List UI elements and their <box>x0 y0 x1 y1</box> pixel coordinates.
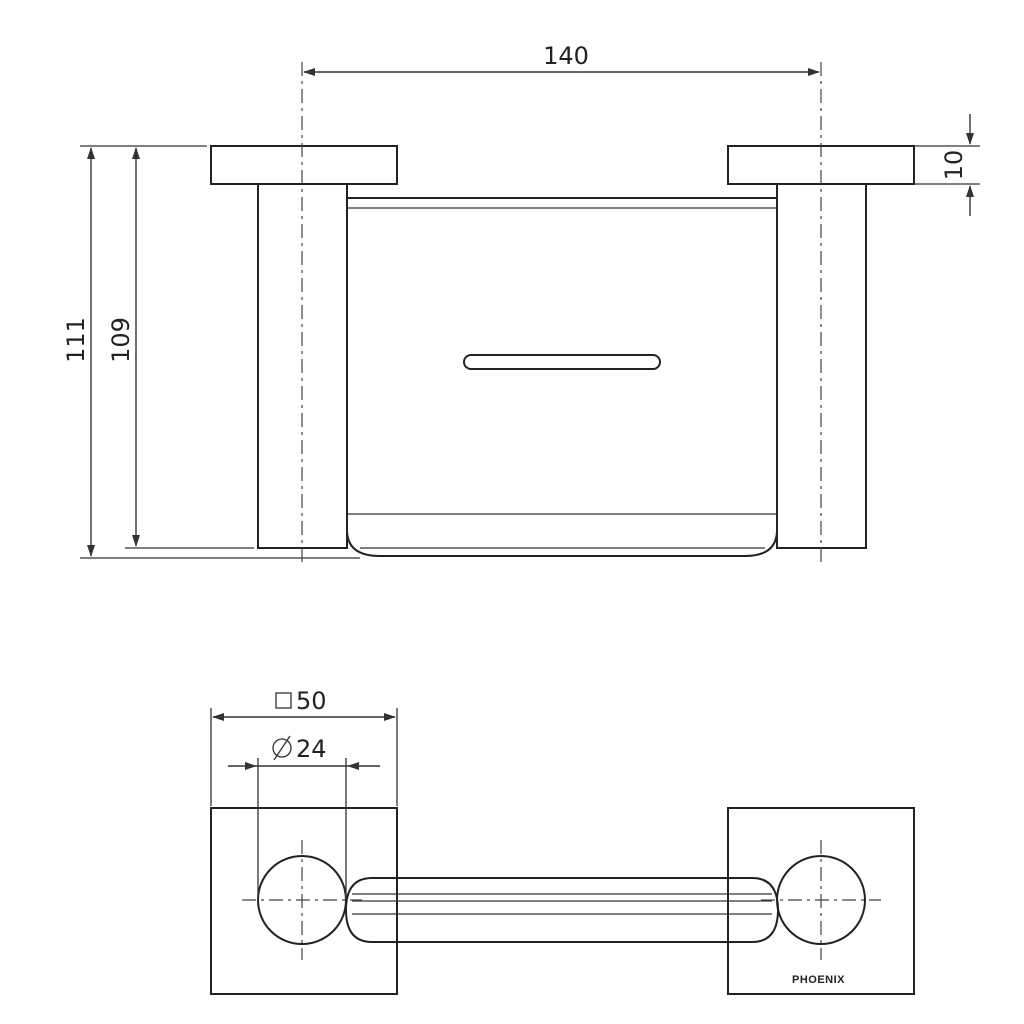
right-tube-section <box>776 855 866 945</box>
dimension-10-label: 10 <box>940 150 968 181</box>
left-wall-flange <box>210 145 398 185</box>
dimension-tube-diameter: 24 <box>228 735 380 900</box>
dimension-overall-width: 140 <box>303 42 820 76</box>
soap-basket <box>346 197 778 557</box>
dimension-flange-thickness: 10 <box>914 114 980 216</box>
dimension-111-label: 111 <box>62 317 90 363</box>
dimension-heights: 111 109 <box>62 145 360 559</box>
front-elevation-view: 140 10 111 109 <box>62 42 980 562</box>
dimension-50-label: 50 <box>296 687 327 715</box>
diameter-symbol <box>272 735 292 761</box>
basket-plan <box>344 877 780 943</box>
dimension-140-label: 140 <box>543 42 589 70</box>
dimension-109-label: 109 <box>107 317 135 363</box>
square-symbol <box>275 692 292 709</box>
plan-view: 50 24 PHOENIX <box>210 687 915 995</box>
phoenix-logo: PHOENIX <box>792 974 845 986</box>
dimension-square-flange: 50 <box>210 687 398 806</box>
drain-slot <box>463 354 661 370</box>
dimension-24-label: 24 <box>296 735 327 763</box>
